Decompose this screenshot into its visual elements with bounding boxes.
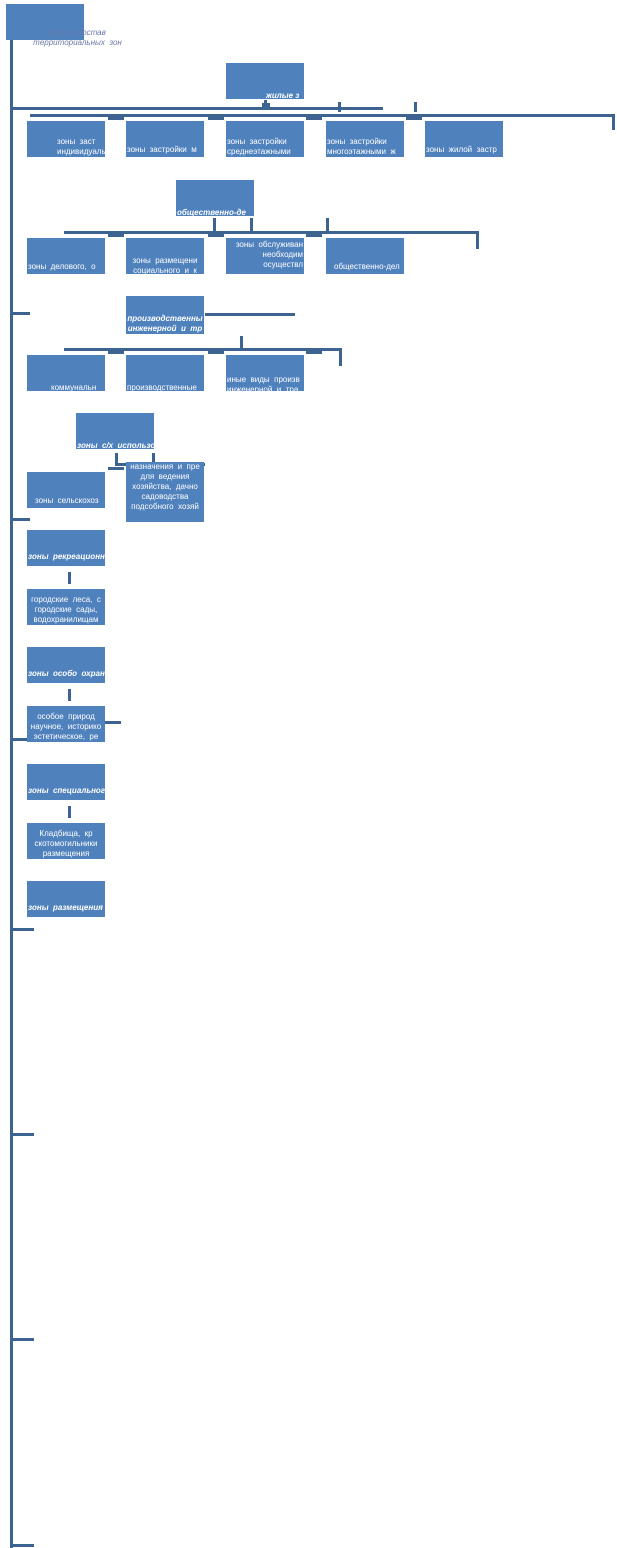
- public-business-zone-item: общественно-дел: [326, 238, 404, 274]
- recreational-zones-header-label: зоны рекреационн: [28, 552, 105, 561]
- protected-zone-item: особое природ научное, историко эстетиче…: [27, 706, 105, 742]
- industrial-zones-header-label: производственны инженерной и тр р: [127, 314, 203, 333]
- recreational-zones-header: зоны рекреационн: [27, 530, 105, 566]
- residential-zone-item: зоны застройки м: [126, 121, 204, 157]
- recreational-zone-item: городские леса, с городские сады, водохр…: [27, 589, 105, 625]
- agricultural-zone-item: назначения и пре для ведения хозяйства, …: [126, 462, 204, 522]
- protected-zones-header-label: зоны особо охран: [28, 669, 105, 678]
- residential-zone-item-label: зоны застройки многоэтажными ж: [327, 137, 396, 156]
- public-business-zones-header: общественно-де: [176, 180, 254, 216]
- residential-zone-item: зоны заст индивидуальны: [27, 121, 105, 157]
- agricultural-zones-header-label: зоны с/х использо: [77, 441, 154, 449]
- public-business-zone-item-label: зоны делового, о: [28, 262, 96, 271]
- industrial-zone-item-label: производственные: [127, 383, 197, 391]
- public-business-zone-item: зоны делового, о: [27, 238, 105, 274]
- public-business-zone-item: зоны размещени социального и к: [126, 238, 204, 274]
- residential-zone-item: зоны застройки среднеэтажными: [226, 121, 304, 157]
- special-zones-header-label: зоны специального: [28, 786, 105, 795]
- residential-zone-item-label: зоны застройки м: [127, 145, 197, 154]
- industrial-zones-header: производственны инженерной и тр р: [126, 296, 204, 334]
- industrial-zone-item: коммунальн: [27, 355, 105, 391]
- industrial-zone-item-label: иные виды произв инженерной и тра: [227, 375, 300, 391]
- residential-zone-item: зоны жилой застр: [425, 121, 503, 157]
- residential-zone-item-label: зоны заст индивидуальны: [57, 137, 105, 156]
- residential-zones-header-label: жилые з: [266, 91, 300, 99]
- public-business-zones-header-label: общественно-де: [177, 208, 246, 216]
- residential-zone-item: зоны застройки многоэтажными ж: [326, 121, 404, 157]
- industrial-zone-item: иные виды произв инженерной и тра: [226, 355, 304, 391]
- title-box: [6, 4, 84, 40]
- special-zone-item: Кладбища, кр скотомогильники размещения: [27, 823, 105, 859]
- industrial-zone-item-label: коммунальн: [51, 383, 97, 391]
- residential-zones-header: жилые з: [226, 63, 304, 99]
- agricultural-zone-item-label: зоны сельскохоз: [35, 496, 99, 505]
- public-business-zone-item-label: зоны размещени социального и к: [132, 256, 198, 274]
- diagram-title: Виды и состав территориальных зон: [33, 28, 122, 47]
- placement-zones-header: зоны размещения: [27, 881, 105, 917]
- public-business-zone-item-label: зоны обслуживан необходим осуществл: [235, 240, 303, 269]
- agricultural-zone-item-label: назначения и пре для ведения хозяйства, …: [130, 462, 200, 511]
- special-zone-item-label: Кладбища, кр скотомогильники размещения: [34, 829, 98, 858]
- agricultural-zones-header: зоны с/х использо: [76, 413, 154, 449]
- placement-zones-header-label: зоны размещения: [28, 903, 103, 912]
- industrial-zone-item: производственные: [126, 355, 204, 391]
- residential-zone-item-label: зоны застройки среднеэтажными: [227, 137, 291, 156]
- agricultural-zone-item: зоны сельскохоз: [27, 472, 105, 508]
- special-zones-header: зоны специального: [27, 764, 105, 800]
- public-business-zone-item: зоны обслуживан необходим осуществл: [226, 238, 304, 274]
- recreational-zone-item-label: городские леса, с городские сады, водохр…: [31, 595, 101, 624]
- public-business-zone-item-label: общественно-дел: [334, 262, 400, 271]
- protected-zone-item-label: особое природ научное, историко эстетиче…: [30, 712, 102, 741]
- residential-zone-item-label: зоны жилой застр: [426, 145, 497, 154]
- protected-zones-header: зоны особо охран: [27, 647, 105, 683]
